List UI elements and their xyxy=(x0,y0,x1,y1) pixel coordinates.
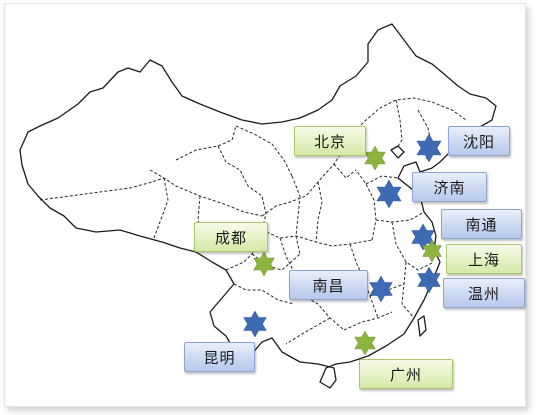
blue-star-icon xyxy=(417,266,441,294)
green-star-icon xyxy=(364,145,386,171)
green-star-icon xyxy=(253,251,275,277)
city-label-nanchang: 南昌 xyxy=(289,270,368,300)
city-label-shanghai: 上海 xyxy=(446,244,522,274)
city-markers xyxy=(243,133,442,356)
green-star-icon xyxy=(354,330,376,356)
blue-star-icon xyxy=(243,310,267,338)
country-outline xyxy=(19,23,497,389)
city-label-jinan: 济南 xyxy=(412,172,487,202)
green-star-icon xyxy=(422,239,442,263)
province-borders xyxy=(39,97,467,345)
city-label-nantong: 南通 xyxy=(441,209,522,239)
city-label-guangzhou: 广州 xyxy=(359,359,453,389)
blue-star-icon xyxy=(411,223,435,251)
city-label-beijing: 北京 xyxy=(294,126,366,156)
city-label-kunming: 昆明 xyxy=(184,342,255,372)
city-label-shenyang: 沈阳 xyxy=(448,126,510,156)
city-label-chengdu: 成都 xyxy=(194,222,268,252)
city-label-wenzhou: 温州 xyxy=(443,278,525,308)
blue-star-icon xyxy=(376,179,402,209)
blue-star-icon xyxy=(369,275,393,303)
blue-star-icon xyxy=(416,133,442,163)
